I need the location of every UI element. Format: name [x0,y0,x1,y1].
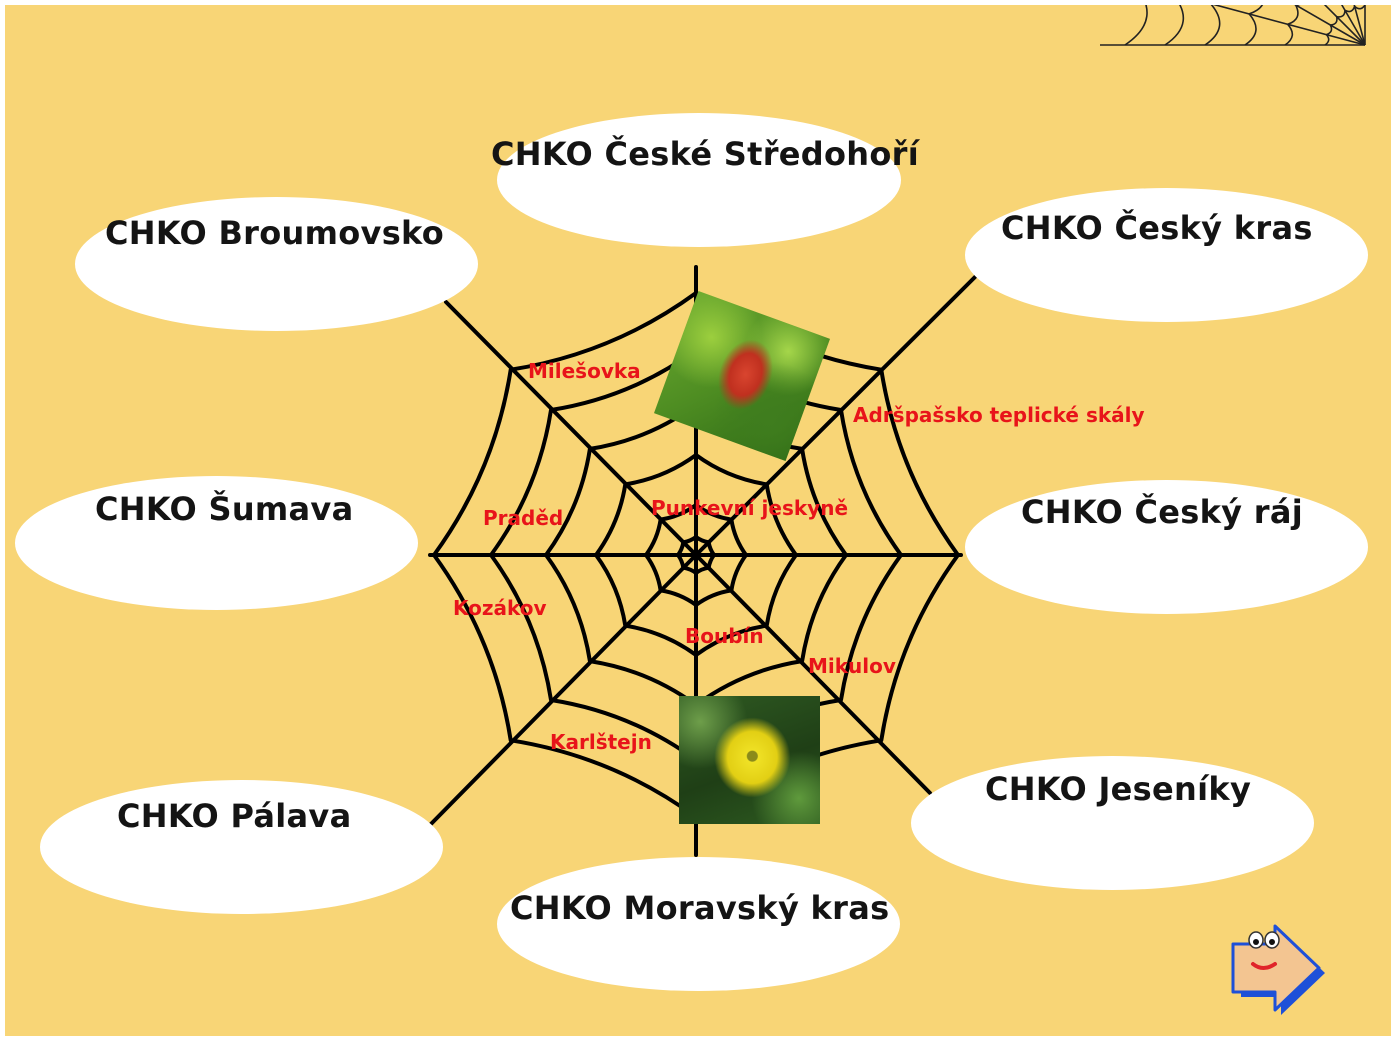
yellow-poppy-photo [679,696,820,824]
place-karlstejn: Karlštejn [550,730,652,754]
area-label-jeseniky: CHKO Jeseníky [985,770,1251,808]
place-boubin: Boubín [685,624,764,648]
place-milesovka: Milešovka [528,359,641,383]
place-kozakov: Kozákov [453,596,547,620]
area-label-sumava: CHKO Šumava [95,490,354,528]
area-ellipse-ceske-stredohori[interactable] [497,113,901,247]
area-label-broumovsko: CHKO Broumovsko [105,214,444,252]
place-punkevni: Punkevní jeskyně [651,496,848,520]
place-mikulov: Mikulov [808,654,896,678]
area-label-cesky-raj: CHKO Český ráj [1021,493,1303,531]
area-label-moravsky-kras: CHKO Moravský kras [510,889,889,927]
area-label-ceske-stredohori: CHKO České Středohoří [491,135,919,173]
place-adrspassko: Adršpašsko teplické skály [853,403,1145,427]
slide: CHKO České Středohoří CHKO Broumovsko CH… [5,5,1391,1036]
area-label-cesky-kras: CHKO Český kras [1001,209,1313,247]
smiling-arrow-next-icon[interactable] [1225,920,1335,1020]
place-praded: Praděd [483,506,563,530]
area-label-palava: CHKO Pálava [117,797,351,835]
